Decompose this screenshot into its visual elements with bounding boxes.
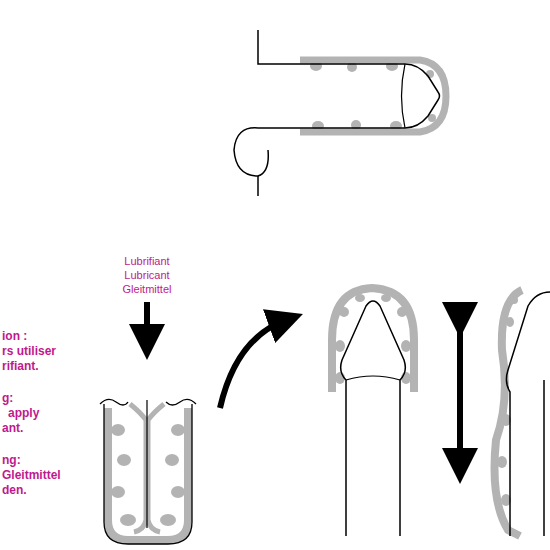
warning-text: ion :: [2, 330, 27, 342]
lubricant-label: Gleitmittel: [123, 284, 172, 295]
top-figure: [234, 30, 446, 196]
inserted-figure: [332, 288, 414, 536]
warning-text: ant.: [2, 422, 23, 434]
down-arrow: [144, 302, 150, 342]
warning-text: rifiant.: [2, 360, 39, 372]
warning-text: Gleitmittel: [2, 469, 61, 481]
moving-figure: [495, 290, 550, 536]
lubricant-label: Lubrifiant: [124, 256, 169, 267]
warning-text: rs utiliser: [2, 345, 56, 357]
warning-text: den.: [2, 484, 27, 496]
sleeve-section: [100, 399, 196, 544]
warning-text: apply: [8, 407, 39, 419]
lubricant-label: Lubricant: [124, 270, 169, 281]
double-arrow: [457, 320, 463, 466]
warning-text: g:: [2, 392, 13, 404]
warning-text: ng:: [2, 454, 21, 466]
curved-arrow: [220, 320, 286, 408]
